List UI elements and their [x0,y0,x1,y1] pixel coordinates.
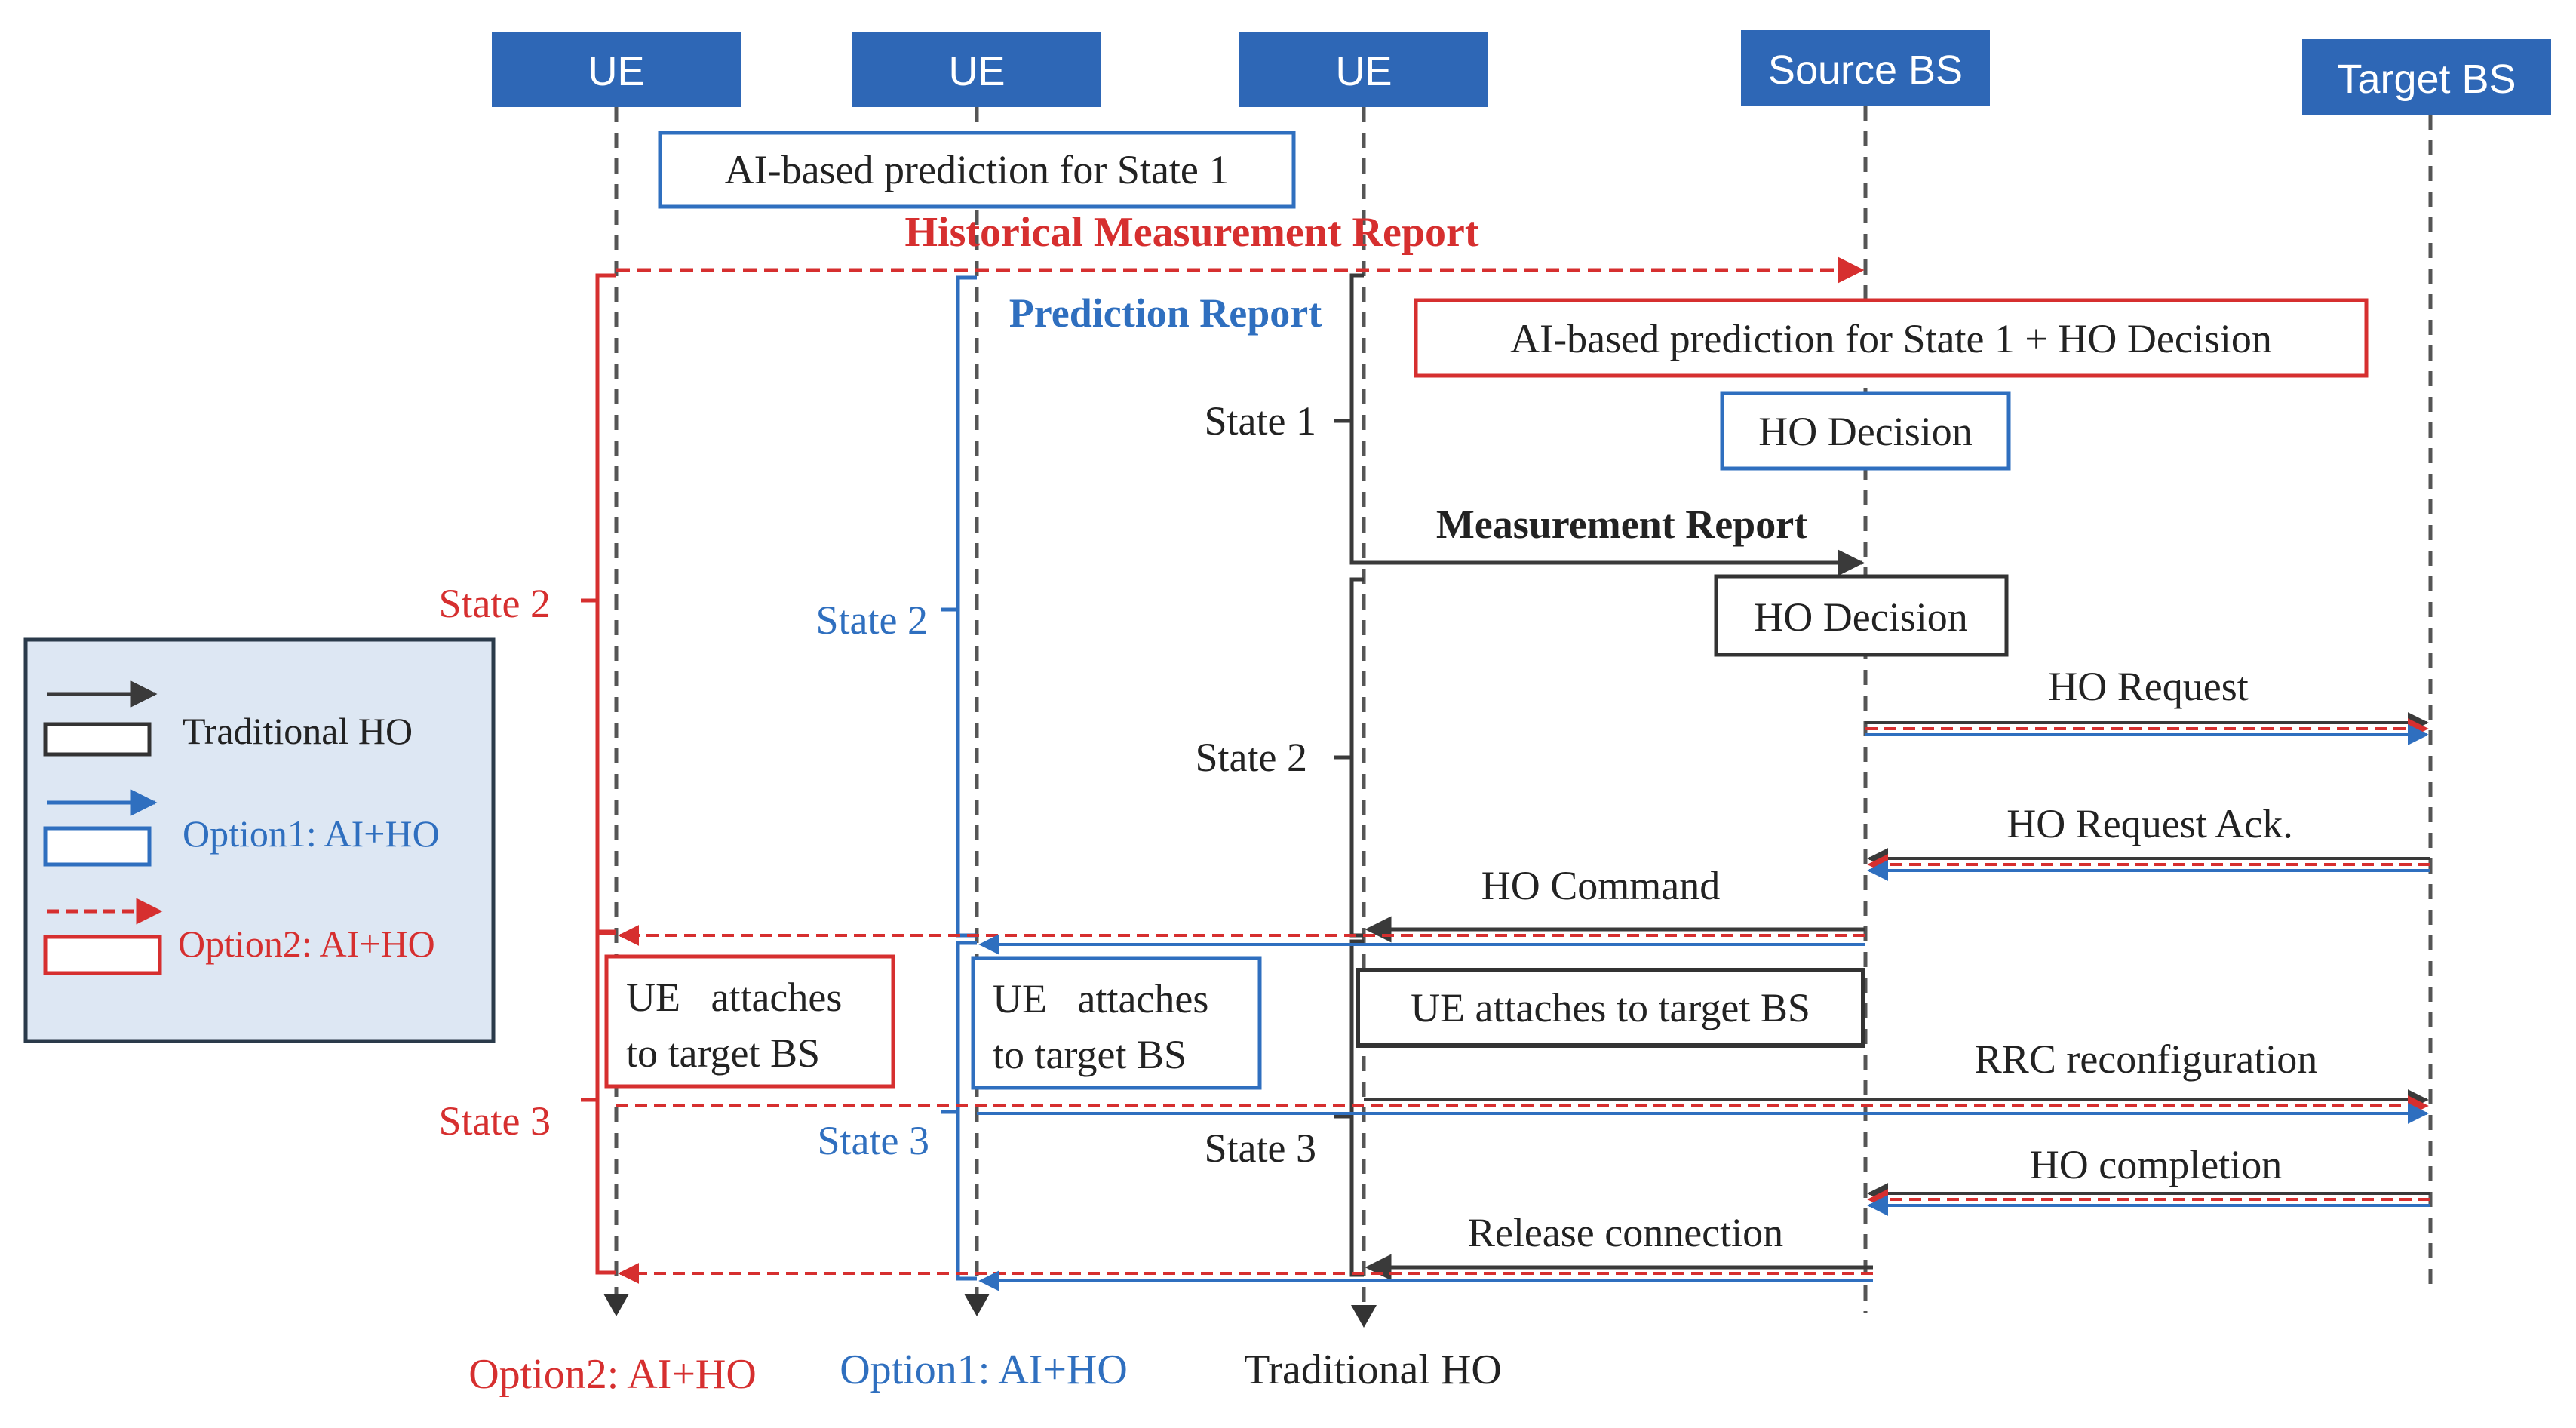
box-attach-option2-line2: to target BS [626,1030,820,1076]
header-source-bs-label: Source BS [1768,48,1963,93]
label-option2-state3: State 3 [439,1098,551,1144]
box-attach-option2-line1: UE attaches [626,975,842,1020]
box-ai-prediction-state1-ho-decision-text: AI-based prediction for State 1 + HO Dec… [1510,316,2272,361]
box-ai-prediction-state1-ho-decision: AI-based prediction for State 1 + HO Dec… [1414,298,2369,378]
footer-option2-label: Option2: AI+HO [468,1351,757,1398]
header-source-bs: Source BS [1741,30,1990,106]
message-prediction-report-label: Prediction Report [1009,290,1322,336]
box-attach-option1-line2: to target BS [993,1032,1187,1077]
label-option1-state3: State 3 [818,1118,929,1163]
message-ho-command-label: HO Command [1481,863,1721,908]
message-historical-measurement-report-label: Historical Measurement Report [905,209,1479,256]
message-ho-request-ack-label: HO Request Ack. [2006,801,2292,846]
lifeline-end-arrow-option2 [603,1294,629,1316]
header-ue-traditional: UE [1239,32,1488,107]
header-ue-option2: UE [492,32,741,107]
message-release-connection-label: Release connection [1468,1210,1783,1255]
label-traditional-state3: State 3 [1205,1126,1316,1171]
message-rrc-reconfiguration-label: RRC reconfiguration [1975,1036,2317,1082]
header-ue-option2-label: UE [588,49,644,94]
message-ho-request-label: HO Request [2048,664,2248,709]
header-ue-traditional-label: UE [1335,49,1392,94]
header-ue-option1: UE [852,32,1101,107]
label-traditional-state2: State 2 [1196,735,1307,780]
message-measurement-report-label: Measurement Report [1436,502,1807,547]
box-ho-decision-option1: HO Decision [1720,391,2011,471]
footer-option1-label: Option1: AI+HO [840,1347,1128,1393]
legend-traditional-label: Traditional HO [183,710,413,752]
box-ai-prediction-state1-text: AI-based prediction for State 1 [725,147,1230,192]
box-attach-traditional: UE attaches to target BS [1356,968,1865,1048]
bracket-option2-state3 [595,931,616,1275]
box-ai-prediction-state1: AI-based prediction for State 1 [658,131,1296,209]
legend-option1-label: Option1: AI+HO [183,812,440,855]
legend: Traditional HO Option1: AI+HO Option2: A… [23,637,496,1043]
box-attach-option1-line1: UE attaches [993,976,1208,1021]
header-target-bs: Target BS [2302,39,2551,115]
legend-option2-box [43,935,162,975]
legend-option2-label: Option2: AI+HO [178,923,435,965]
bracket-option1-state2 [956,275,977,938]
box-attach-traditional-text: UE attaches to target BS [1411,985,1810,1030]
box-ho-decision-traditional: HO Decision [1714,574,2009,657]
legend-option1-box [43,826,152,867]
message-ho-completion-label: HO completion [2030,1142,2282,1187]
label-option1-state2: State 2 [816,597,928,643]
label-traditional-state1: State 1 [1205,398,1316,444]
box-ho-decision-traditional-text: HO Decision [1754,594,1967,640]
bracket-option2-state2 [595,273,616,934]
label-option2-state2: State 2 [439,581,551,626]
header-ue-option1-label: UE [948,49,1005,94]
footer-traditional-label: Traditional HO [1244,1347,1502,1393]
box-attach-option1: UE attaches to target BS [971,956,1262,1090]
box-attach-option2: UE attaches to target BS [604,954,895,1089]
header-target-bs-label: Target BS [2337,57,2516,102]
lifeline-end-arrow-traditional [1351,1305,1377,1328]
box-ho-decision-option1-text: HO Decision [1758,409,1972,454]
legend-traditional-box [43,722,152,757]
lifeline-end-arrow-option1 [964,1294,990,1316]
